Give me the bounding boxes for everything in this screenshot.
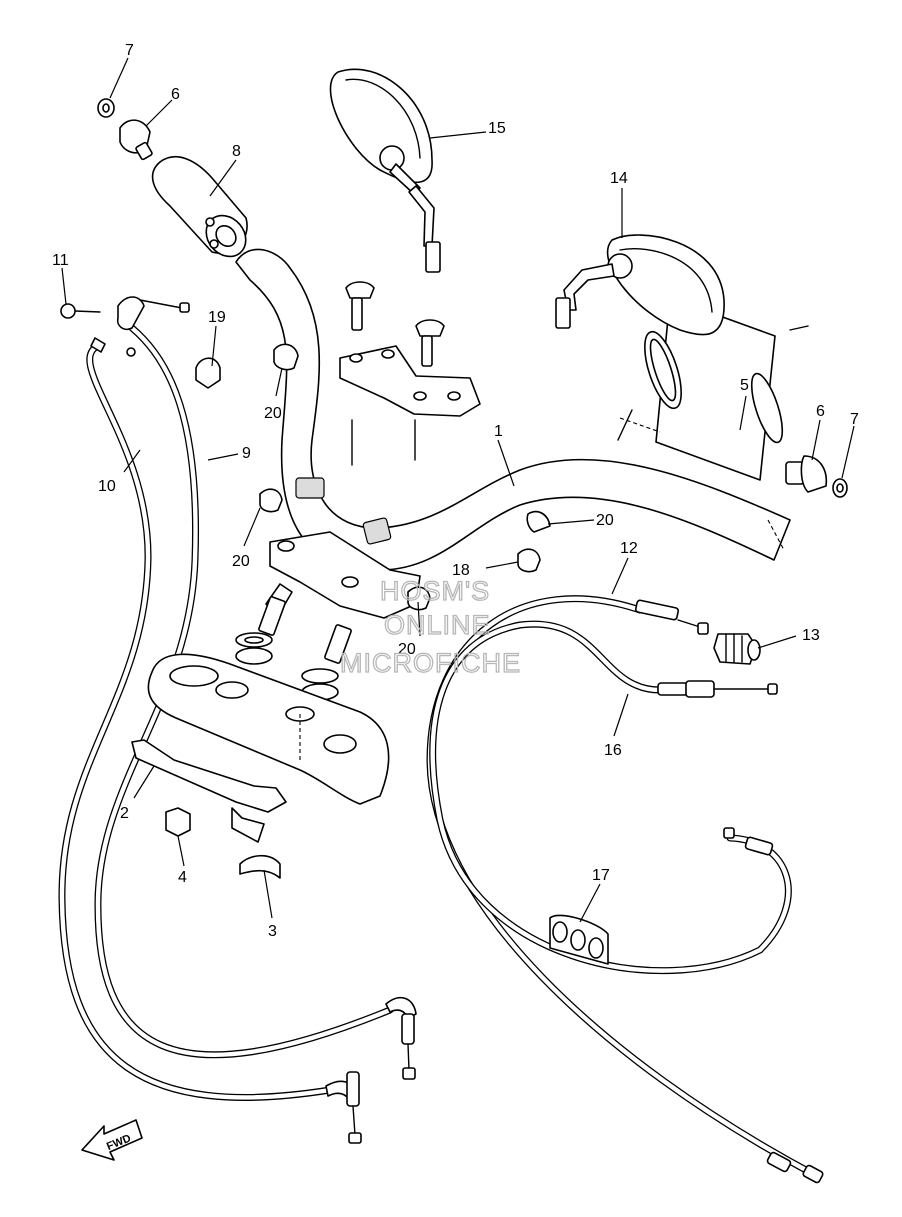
cable-12 xyxy=(426,595,824,1184)
clip-19 xyxy=(195,357,221,389)
bolt-11 xyxy=(60,303,101,319)
adjuster-13 xyxy=(713,633,761,665)
callout-7-left: 7 xyxy=(125,42,134,59)
callout-10: 10 xyxy=(98,478,116,495)
callout-14: 14 xyxy=(610,170,628,187)
callout-12: 12 xyxy=(620,540,638,557)
callout-17: 17 xyxy=(592,867,610,884)
callout-7-right: 7 xyxy=(850,411,859,428)
callout-20-b: 20 xyxy=(232,553,250,570)
callout-19: 19 xyxy=(208,309,226,326)
callout-18: 18 xyxy=(452,562,470,579)
callout-6-right: 6 xyxy=(816,403,825,420)
callout-16: 16 xyxy=(604,742,622,759)
cable-16 xyxy=(429,620,792,975)
callout-20-c: 20 xyxy=(596,512,614,529)
handle-crown xyxy=(147,653,390,805)
clip-20-c xyxy=(526,510,551,533)
mirror-14 xyxy=(555,234,725,336)
right-bar-end xyxy=(785,455,848,498)
cable-9 xyxy=(94,296,417,1080)
callout-13: 13 xyxy=(802,627,820,644)
callout-5: 5 xyxy=(740,377,749,394)
clamp-3 xyxy=(239,854,281,879)
callout-4: 4 xyxy=(178,869,187,886)
nut-4 xyxy=(165,807,191,837)
lower-holder xyxy=(235,531,421,701)
callout-20-d: 20 xyxy=(398,641,416,658)
bracket-2 xyxy=(131,739,287,843)
upper-holder xyxy=(339,345,481,466)
handlebar xyxy=(235,248,791,571)
clip-18 xyxy=(517,548,541,573)
callout-1: 1 xyxy=(494,423,503,440)
callout-9: 9 xyxy=(242,445,251,462)
callout-6-left: 6 xyxy=(171,86,180,103)
callout-labels: 7 6 8 15 14 11 19 5 6 7 20 1 9 10 20 12 … xyxy=(52,42,859,940)
watermark: HOSM'S ONLINE MICROFICHE xyxy=(339,575,521,678)
watermark-line-2: ONLINE xyxy=(384,610,491,640)
left-bar-end xyxy=(97,98,153,161)
clip-20-b xyxy=(259,488,283,513)
callout-3: 3 xyxy=(268,923,277,940)
callout-20-a: 20 xyxy=(264,405,282,422)
clip-20-d xyxy=(407,586,431,611)
clip-20-a xyxy=(273,343,299,371)
left-grip xyxy=(151,156,248,258)
cable-10 xyxy=(58,337,362,1144)
watermark-line-3: MICROFICHE xyxy=(340,648,521,678)
callout-2: 2 xyxy=(120,805,129,822)
cable-holder-17 xyxy=(549,914,609,965)
upper-bolts xyxy=(345,281,445,367)
watermark-line-1: HOSM'S xyxy=(380,576,490,606)
callout-11: 11 xyxy=(52,252,69,269)
leader-lines xyxy=(61,57,855,923)
callout-15: 15 xyxy=(488,120,506,137)
fwd-arrow-icon: FWD xyxy=(81,1119,143,1161)
mirror-15 xyxy=(329,68,441,273)
right-grip xyxy=(617,297,809,481)
callout-8: 8 xyxy=(232,143,241,160)
